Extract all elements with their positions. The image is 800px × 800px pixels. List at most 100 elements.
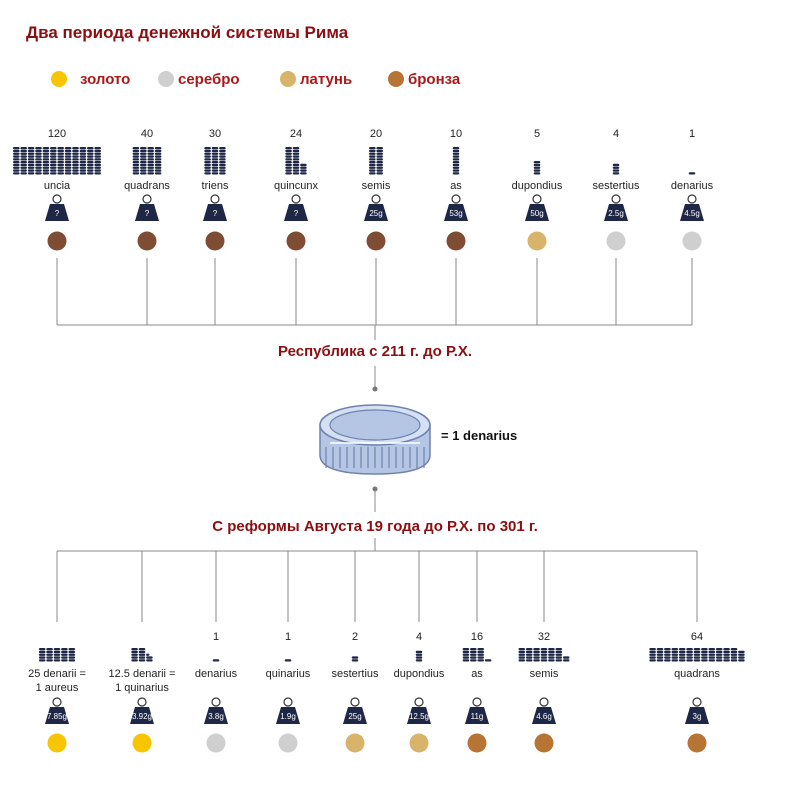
augustus-connector-lines bbox=[56, 538, 698, 622]
weight-icon-label: 50g bbox=[530, 209, 543, 218]
republic-connector-lines bbox=[56, 258, 693, 340]
weight-icon-label: 3g bbox=[693, 712, 702, 721]
augustus-coin-dupondius: 4 dupondius 12.5g bbox=[394, 631, 445, 753]
weight-icon: ? bbox=[203, 194, 227, 221]
weight-icon: 11g bbox=[465, 697, 489, 724]
weight-icon-label: ? bbox=[213, 209, 218, 218]
augustus-label-as: as bbox=[471, 668, 483, 680]
weight-icon-label: ? bbox=[294, 209, 299, 218]
augustus-count-as: 16 bbox=[471, 631, 483, 643]
metal-swatch-semis bbox=[534, 733, 554, 753]
metal-swatch-denarius bbox=[206, 733, 226, 753]
metal-swatch-25-denarii- bbox=[47, 733, 67, 753]
weight-icon-label: 53g bbox=[449, 209, 462, 218]
coin-stack-icon bbox=[688, 172, 696, 175]
augustus-label-quinarius: quinarius bbox=[266, 668, 311, 680]
weight-icon-label: 11g bbox=[471, 712, 484, 721]
legend-label-gold: золото bbox=[80, 71, 130, 88]
weight-icon: 7.85g bbox=[45, 697, 69, 724]
weight-icon-label: 4.6g bbox=[536, 712, 552, 721]
coin-stack-icon bbox=[415, 650, 423, 662]
coin-stack-icon bbox=[204, 147, 226, 175]
legend: золото серебро латунь бронза bbox=[51, 71, 461, 88]
augustus-label2-25-denarii-: 1 aureus bbox=[36, 682, 79, 694]
metal-swatch-sestertius bbox=[606, 231, 626, 251]
weight-icon-label: 3.8g bbox=[208, 712, 224, 721]
denarius-coin-icon bbox=[319, 404, 431, 475]
coin-stack-icon bbox=[518, 648, 570, 662]
republic-label-dupondius: dupondius bbox=[512, 180, 563, 192]
republic-count-as: 10 bbox=[450, 128, 462, 140]
legend-swatch-gold bbox=[51, 71, 67, 87]
weight-icon: ? bbox=[135, 194, 159, 221]
republic-count-quincunx: 24 bbox=[290, 128, 302, 140]
augustus-coin-denarius: 1 denarius 3.8g bbox=[195, 631, 238, 753]
weight-icon: 4.6g bbox=[532, 697, 556, 724]
weight-icon-label: 2.5g bbox=[608, 209, 624, 218]
augustus-label-denarius: denarius bbox=[195, 668, 238, 680]
legend-swatch-brass bbox=[280, 71, 296, 87]
coin-stack-icon bbox=[212, 659, 220, 662]
weight-icon: 12.5g bbox=[407, 697, 431, 724]
augustus-count-denarius: 1 bbox=[213, 631, 219, 643]
augustus-coins: 25 denarii = 1 aureus 7.85g 12.5 denarii =1… bbox=[28, 631, 745, 753]
coin-stack-icon bbox=[38, 648, 76, 662]
metal-swatch-12-5-denarii- bbox=[132, 733, 152, 753]
page-title: Два периода денежной системы Рима bbox=[26, 23, 349, 42]
augustus-count-dupondius: 4 bbox=[416, 631, 422, 643]
coin-stack-icon bbox=[13, 147, 101, 175]
republic-label-semis: semis bbox=[362, 180, 391, 192]
weight-icon-label: 3.92g bbox=[132, 712, 152, 721]
republic-label-denarius: denarius bbox=[671, 180, 714, 192]
republic-coin-as: 10 as 53g bbox=[444, 128, 468, 251]
weight-icon-label: 1.9g bbox=[280, 712, 296, 721]
center-dot-top bbox=[372, 386, 378, 392]
augustus-label-quadrans: quadrans bbox=[674, 668, 720, 680]
weight-icon: 25g bbox=[343, 697, 367, 724]
metal-swatch-quadrans bbox=[687, 733, 707, 753]
weight-icon: ? bbox=[284, 194, 308, 221]
augustus-label-dupondius: dupondius bbox=[394, 668, 445, 680]
republic-coin-quincunx: 24 quincunx? bbox=[274, 128, 319, 251]
metal-swatch-as bbox=[467, 733, 487, 753]
augustus-coin-as: 16 as 11g bbox=[462, 631, 492, 753]
republic-count-quadrans: 40 bbox=[141, 128, 153, 140]
republic-label-quincunx: quincunx bbox=[274, 180, 319, 192]
weight-icon-label: 12.5g bbox=[409, 712, 429, 721]
coin-stack-icon bbox=[462, 648, 492, 662]
augustus-label-sestertius: sestertius bbox=[331, 668, 379, 680]
coin-stack-icon bbox=[649, 648, 745, 662]
weight-icon: 3.92g bbox=[130, 697, 154, 724]
republic-label-as: as bbox=[450, 180, 462, 192]
weight-icon-label: 25g bbox=[369, 209, 382, 218]
metal-swatch-semis bbox=[366, 231, 386, 251]
augustus-label-25-denarii-: 25 denarii = bbox=[28, 668, 86, 680]
coin-stack-icon bbox=[533, 161, 541, 175]
weight-icon: 1.9g bbox=[276, 697, 300, 724]
augustus-count-semis: 32 bbox=[538, 631, 550, 643]
metal-swatch-uncia bbox=[47, 231, 67, 251]
metal-swatch-quincunx bbox=[286, 231, 306, 251]
weight-icon: 50g bbox=[525, 194, 549, 221]
weight-icon-label: 7.85g bbox=[47, 712, 67, 721]
legend-label-silver: серебро bbox=[178, 71, 240, 88]
legend-swatch-bronze bbox=[388, 71, 404, 87]
republic-count-sestertius: 4 bbox=[613, 128, 619, 140]
metal-swatch-as bbox=[446, 231, 466, 251]
republic-label-quadrans: quadrans bbox=[124, 180, 170, 192]
metal-swatch-quadrans bbox=[137, 231, 157, 251]
weight-icon-label: ? bbox=[145, 209, 150, 218]
coin-stack-icon bbox=[285, 147, 307, 175]
legend-label-brass: латунь bbox=[300, 71, 352, 88]
republic-label-triens: triens bbox=[202, 180, 229, 192]
